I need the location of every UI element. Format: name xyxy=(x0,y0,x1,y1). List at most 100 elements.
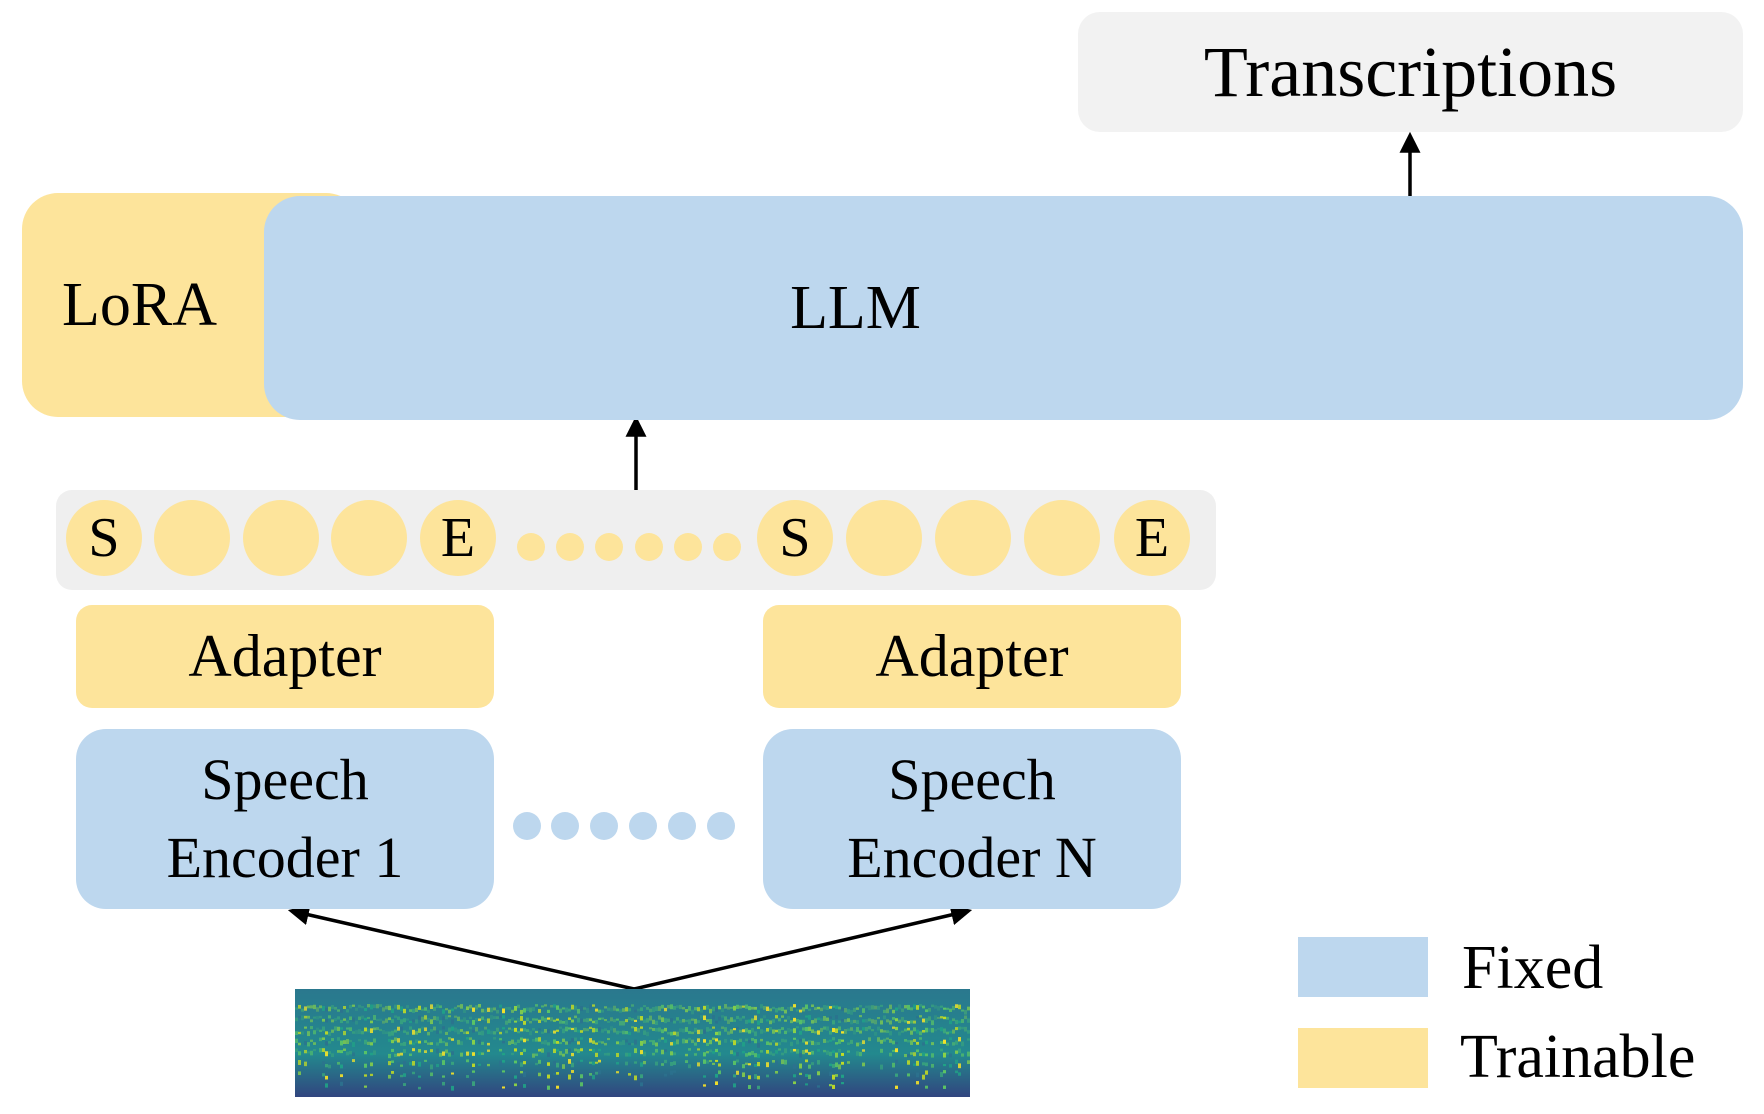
spectrogram-texture xyxy=(697,1020,700,1024)
spectrogram-texture xyxy=(877,1005,880,1010)
spectrogram-texture xyxy=(916,1081,919,1085)
spectrogram-texture xyxy=(895,1059,898,1064)
spectrogram-texture xyxy=(601,1041,604,1044)
spectrogram-texture xyxy=(691,1039,694,1044)
spectrogram-texture xyxy=(379,1028,382,1032)
spectrogram-texture xyxy=(880,1004,883,1007)
spectrogram-texture xyxy=(811,1040,814,1046)
spectrogram-texture xyxy=(910,1052,913,1055)
spectrogram-texture xyxy=(763,1015,766,1019)
spectrogram-texture xyxy=(484,1008,487,1013)
spectrogram-texture xyxy=(436,1048,439,1054)
spectrogram-texture xyxy=(340,1040,343,1046)
spectrogram-texture xyxy=(442,1081,445,1086)
spectrogram-texture xyxy=(487,1042,490,1046)
spectrogram-texture xyxy=(856,1042,859,1047)
spectrogram-texture xyxy=(817,1017,820,1021)
spectrogram-texture xyxy=(826,1040,829,1043)
spectrogram-texture xyxy=(658,1027,661,1032)
spectrogram-texture xyxy=(634,1026,637,1032)
spectrogram-texture xyxy=(673,1070,676,1073)
spectrogram-texture xyxy=(847,1028,850,1032)
spectrogram-texture xyxy=(799,1053,802,1058)
spectrogram-texture xyxy=(478,1051,481,1056)
spectrogram-texture xyxy=(661,1004,664,1009)
spectrogram-texture xyxy=(598,1017,601,1020)
token-4 xyxy=(846,500,922,576)
spectrogram-texture xyxy=(511,1039,514,1044)
spectrogram-texture xyxy=(919,1031,922,1036)
spectrogram-texture xyxy=(916,1041,919,1045)
token-3 xyxy=(331,500,407,576)
spectrogram-texture xyxy=(439,1020,442,1025)
spectrogram-texture xyxy=(760,1038,763,1042)
spectrogram-texture xyxy=(565,1041,568,1045)
spectrogram-texture xyxy=(547,1074,550,1079)
spectrogram-texture xyxy=(781,1027,784,1030)
spectrogram-texture xyxy=(622,1008,625,1012)
spectrogram-texture xyxy=(754,1063,757,1067)
spectrogram-texture xyxy=(511,1028,514,1031)
spectrogram-texture xyxy=(736,1052,739,1057)
spectrogram-texture xyxy=(295,1007,298,1010)
spectrogram-texture xyxy=(391,1030,394,1036)
spectrogram-texture xyxy=(940,1041,943,1044)
spectrogram-texture xyxy=(751,1037,754,1041)
spectrogram-texture xyxy=(961,1026,964,1030)
spectrogram-texture xyxy=(943,1052,946,1058)
spectrogram-texture xyxy=(547,1062,550,1066)
spectrogram-texture xyxy=(412,1042,415,1046)
spectrogram-texture xyxy=(625,1052,628,1057)
spectrogram-texture xyxy=(592,1074,595,1080)
spectrogram-texture xyxy=(523,1084,526,1088)
spectrogram-texture xyxy=(841,1074,844,1078)
spectrogram-texture xyxy=(502,1040,505,1044)
spectrogram-texture xyxy=(697,1038,700,1042)
spectrogram-texture xyxy=(490,1015,493,1020)
spectrogram-texture xyxy=(856,1020,859,1025)
spectrogram-texture xyxy=(859,1041,862,1046)
spectrogram-texture xyxy=(703,1005,706,1010)
token-1 xyxy=(154,500,230,576)
spectrogram-texture xyxy=(907,1004,910,1010)
spectrogram-texture xyxy=(904,1020,907,1023)
spectrogram-texture xyxy=(754,1031,757,1037)
spectrogram-texture xyxy=(802,1019,805,1024)
spectrogram-texture xyxy=(322,1048,325,1052)
spectrogram-texture xyxy=(886,1037,889,1040)
spectrogram-texture xyxy=(547,1042,550,1046)
spectrogram-texture xyxy=(868,1005,871,1011)
spectrogram-texture xyxy=(580,1048,583,1052)
spectrogram-texture xyxy=(328,1031,331,1036)
spectrogram-texture xyxy=(649,1039,652,1043)
spectrogram-texture xyxy=(592,1027,595,1033)
spectrogram-texture xyxy=(667,1031,670,1035)
spectrogram-texture xyxy=(472,1081,475,1086)
spectrogram-texture xyxy=(775,1008,778,1013)
spectrogram-texture xyxy=(394,1037,397,1042)
spectrogram-texture xyxy=(835,1042,838,1045)
spectrogram-texture xyxy=(604,1053,607,1056)
spectrogram-texture xyxy=(901,1016,904,1022)
spectrogram-texture xyxy=(823,1026,826,1030)
spectrogram-texture xyxy=(595,1052,598,1058)
spectrogram-texture xyxy=(301,1031,304,1035)
spectrogram-texture xyxy=(340,1074,343,1078)
spectrogram-texture xyxy=(928,1008,931,1012)
spectrogram-texture xyxy=(748,1063,751,1066)
spectrogram-texture xyxy=(298,1071,301,1076)
spectrogram-texture xyxy=(337,1016,340,1020)
spectrogram-texture xyxy=(922,1062,925,1066)
spectrogram-texture xyxy=(745,1053,748,1057)
spectrogram-texture xyxy=(448,1037,451,1040)
spectrogram-texture xyxy=(373,1004,376,1009)
spectrogram-texture xyxy=(862,1062,865,1067)
spectrogram-texture xyxy=(409,1020,412,1024)
spectrogram-texture xyxy=(586,1008,589,1013)
spectrogram-texture xyxy=(496,1027,499,1032)
spectrogram-texture xyxy=(535,1053,538,1057)
spectrogram-texture xyxy=(547,1017,550,1020)
spectrogram-texture xyxy=(427,1042,430,1045)
spectrogram-texture xyxy=(766,1049,769,1054)
ellipsis-dot xyxy=(674,533,702,561)
